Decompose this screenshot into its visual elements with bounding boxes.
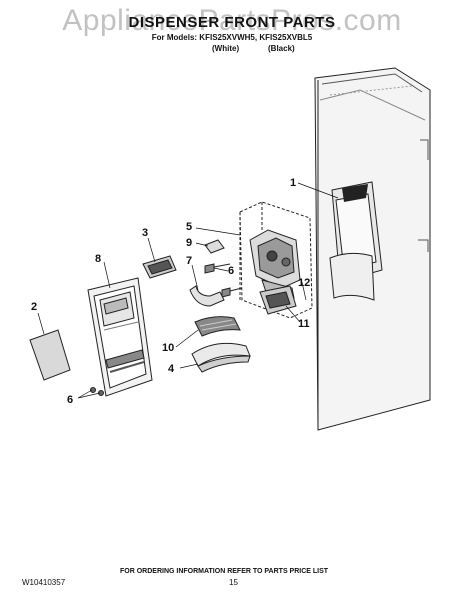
- panel-part-2: [29, 329, 71, 381]
- callout-2: 2: [31, 301, 37, 313]
- door-panel: [314, 67, 431, 431]
- drip-tray-part-4: [191, 342, 251, 373]
- front-frame-part-8: [87, 277, 153, 397]
- callout-3: 3: [142, 227, 148, 239]
- leader-lines: [37, 182, 339, 399]
- page-number: 15: [229, 578, 238, 587]
- color-white-label: (White): [212, 44, 240, 53]
- bracket-box: [239, 201, 313, 319]
- page-title: DISPENSER FRONT PARTS: [128, 14, 336, 31]
- callout-6-lower: 6: [67, 394, 73, 406]
- panel-part-3: [142, 255, 177, 279]
- ordering-note: FOR ORDERING INFORMATION REFER TO PARTS …: [120, 568, 329, 575]
- lever-part-7: [189, 285, 225, 307]
- screw-part-6-mid: [221, 287, 243, 298]
- callout-8: 8: [95, 253, 101, 265]
- screw-part-6-upper: [204, 263, 231, 274]
- housing-assembly: [249, 229, 301, 299]
- callout-1: 1: [290, 177, 296, 189]
- callout-6-upper: 6: [228, 265, 234, 277]
- clip-part-9: [204, 239, 225, 254]
- grille-part-10: [194, 316, 241, 337]
- callout-12: 12: [298, 277, 310, 289]
- callout-10: 10: [162, 342, 174, 354]
- callout-4: 4: [168, 363, 175, 375]
- models-line: For Models: KFIS25XVWH5, KFIS25XVBL5: [151, 33, 313, 42]
- callout-7: 7: [186, 255, 192, 267]
- callout-11: 11: [298, 318, 310, 330]
- doc-number: W10410357: [22, 578, 66, 587]
- funnel-part: [259, 285, 297, 315]
- screw-part-6-lower: [90, 387, 104, 396]
- callout-9: 9: [186, 237, 192, 249]
- color-black-label: (Black): [268, 44, 295, 53]
- callout-5: 5: [186, 221, 192, 233]
